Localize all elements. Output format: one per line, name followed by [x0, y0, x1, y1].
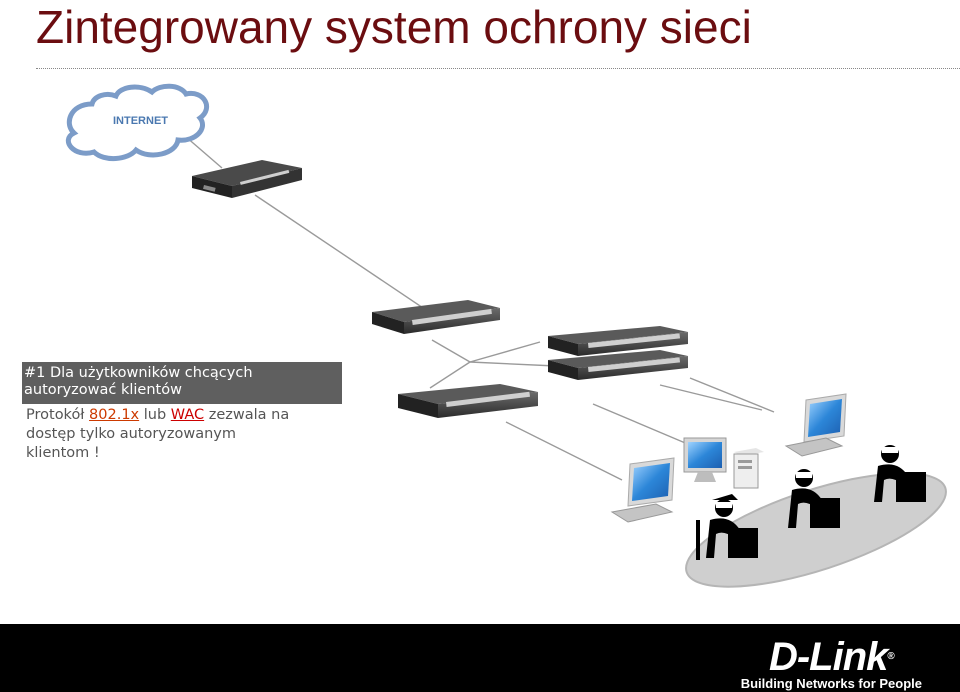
slide-title: Zintegrowany system ochrony sieci [36, 1, 752, 53]
network-diagram: INTERNET [65, 83, 947, 588]
body-line-1-mid: lub [139, 407, 171, 423]
intruder-figure-icon [696, 494, 758, 560]
body-line-2: dostęp tylko autoryzowanym [26, 426, 237, 442]
callout-box: #1 Dla użytkowników chcących autoryzować… [22, 362, 342, 404]
internet-label: INTERNET [113, 115, 168, 127]
body-line-1: Protokół 802.1x lub WAC zezwala na [26, 406, 346, 425]
callout-line-2: autoryzować klientów [24, 382, 182, 398]
body-line-1-suffix: zezwala na [204, 407, 290, 423]
laptop-icon [784, 393, 847, 457]
link-8021x[interactable]: 802.1x [89, 407, 140, 423]
connection-lines [177, 129, 775, 481]
body-line-3: klientom ! [26, 445, 100, 461]
logo-text: D-Link [768, 635, 888, 679]
footer-bar: D-Link® Building Networks for People [0, 624, 960, 692]
body-text: Protokół 802.1x lub WAC zezwala na dostę… [26, 406, 346, 463]
intruder-figure-icon [874, 445, 926, 502]
desktop-monitor-icon [683, 437, 727, 482]
title-divider [36, 68, 960, 69]
access-switch-icon [398, 384, 538, 418]
dlink-logo: D-Link® Building Networks for People [740, 635, 922, 692]
firewall-device-icon [192, 160, 302, 198]
pc-tower-icon [733, 448, 764, 489]
link-wac[interactable]: WAC [170, 407, 205, 423]
laptop-icon [610, 457, 675, 523]
logo-registered-mark: ® [887, 651, 894, 662]
callout-line-1: #1 Dla użytkowników chcących [24, 365, 253, 381]
body-line-1-prefix: Protokół [26, 407, 90, 423]
logo-tagline: Building Networks for People [740, 676, 922, 691]
internet-cloud-icon: INTERNET [65, 83, 209, 161]
stacked-switches-icon [548, 326, 688, 380]
intruder-figure-icon [788, 469, 840, 528]
core-switch-icon [372, 300, 500, 334]
